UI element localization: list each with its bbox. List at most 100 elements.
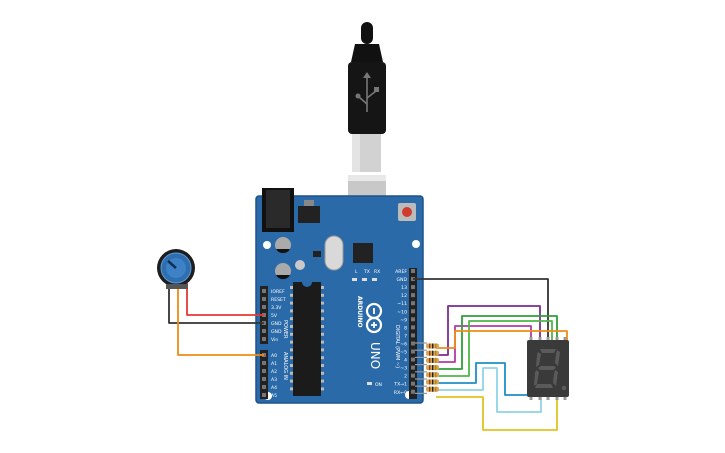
potentiometer[interactable] [157,249,195,289]
analog-pin-label: A4 [271,385,277,391]
digital-pin-label: GND [396,277,407,283]
digital-pin[interactable] [411,349,415,354]
digital-pin-label: ~9 [400,317,407,323]
reset-button[interactable] [398,203,416,221]
digital-pin-label: ~3 [400,366,407,372]
power-pin[interactable] [262,337,266,341]
resistor[interactable] [426,386,439,392]
digital-pin-label: 2 [404,374,407,380]
analog-pin[interactable] [262,369,266,373]
digital-pin[interactable] [411,317,415,322]
wire-segment-f[interactable] [436,367,542,413]
analog-header [260,350,268,399]
analog-pin-label: A0 [271,353,277,359]
digital-pin[interactable] [411,333,415,338]
segment-e [534,370,539,386]
power-pin-label: RESET [271,297,286,303]
power-pin[interactable] [262,329,266,333]
segment-g [538,366,556,370]
digital-pin-label: 13 [401,285,407,291]
digital-pin[interactable] [411,357,415,362]
digital-pin-label: ~10 [397,309,407,315]
resistor[interactable] [426,365,439,371]
power-pin[interactable] [262,289,266,293]
power-pin[interactable] [262,297,266,301]
digital-pin-label: 4 [404,358,407,364]
led-label-rx: RX [374,269,380,275]
analog-pin[interactable] [262,377,266,381]
display-pin [529,397,533,400]
capacitor [275,237,291,254]
resistor[interactable] [426,343,439,349]
digital-pin[interactable] [411,269,415,273]
wires [168,278,569,431]
wire-GND[interactable] [168,283,264,324]
usb-cable[interactable] [348,22,386,217]
resistor-bank [426,343,439,392]
digital-pin-label: TX→1 [393,382,407,388]
analog-pin-label: A5 [271,393,277,399]
display-pin [555,397,559,400]
analog-pin[interactable] [262,393,266,397]
resistor[interactable] [426,372,439,378]
resistor[interactable] [426,357,439,363]
power-pin-label: 3.3V [271,305,282,311]
digital-pin[interactable] [411,325,415,330]
analog-pin[interactable] [262,385,266,389]
digital-pin[interactable] [411,285,415,290]
display-pin [538,337,542,340]
capacitor [295,260,305,270]
microcontroller-chip [290,282,324,396]
digital-pin[interactable] [411,309,415,314]
decimal-point [561,385,567,391]
display-pin [563,397,567,400]
display-pin [546,397,550,400]
arduino-wordmark: ARDUINO [356,296,363,327]
resistor[interactable] [426,350,439,356]
wire-segment-g[interactable] [436,396,558,431]
arduino-logo [365,302,383,334]
display-pin [563,337,567,340]
digital-pin[interactable] [411,293,415,298]
resistor[interactable] [426,379,439,385]
digital-pin[interactable] [411,381,415,386]
digital-pin-label: 8 [404,325,407,331]
power-header-label: POWER [282,320,288,339]
wire-5V[interactable] [186,283,264,316]
usb-icon [355,72,379,112]
digital-pin[interactable] [411,365,415,370]
digital-pin[interactable] [411,389,415,394]
wire-segment-c[interactable] [436,315,558,370]
arduino-uno-board[interactable]: L TX RX ON ARDUINO UNO DIGITAL (PWM ~) [255,188,424,404]
segment-c [553,370,558,386]
analog-pin-label: A2 [271,369,277,375]
wire-segment-d[interactable] [436,320,553,377]
display-pin [529,337,533,340]
power-jack [262,188,294,232]
segment-b [555,350,560,366]
analog-pin-label: A1 [271,361,277,367]
digital-pin[interactable] [411,341,415,346]
digital-pin-label: ~6 [400,341,407,347]
analog-header-label: ANALOG IN [282,352,288,380]
power-pin[interactable] [262,305,266,309]
usb-chip [353,243,373,263]
analog-pin[interactable] [262,361,266,365]
digital-header-label: DIGITAL (PWM ~) [394,325,400,368]
digital-pin[interactable] [411,301,415,306]
digital-pin-label: ~5 [400,350,407,356]
potentiometer-knob[interactable] [167,260,177,269]
capacitor [275,263,291,280]
model-label: UNO [368,342,382,369]
digital-pin-label: 12 [401,293,407,299]
digit-8-segments [534,349,560,388]
wire-segment-e[interactable] [436,362,527,396]
wire-display-gnd[interactable] [413,278,549,340]
seven-segment-display[interactable] [527,337,569,400]
wire-A0[interactable] [177,283,264,356]
segment-f [536,352,541,367]
display-pin [538,397,542,400]
digital-pin[interactable] [411,373,415,378]
on-label: ON [375,382,382,388]
wire-segment-a[interactable] [436,305,541,356]
